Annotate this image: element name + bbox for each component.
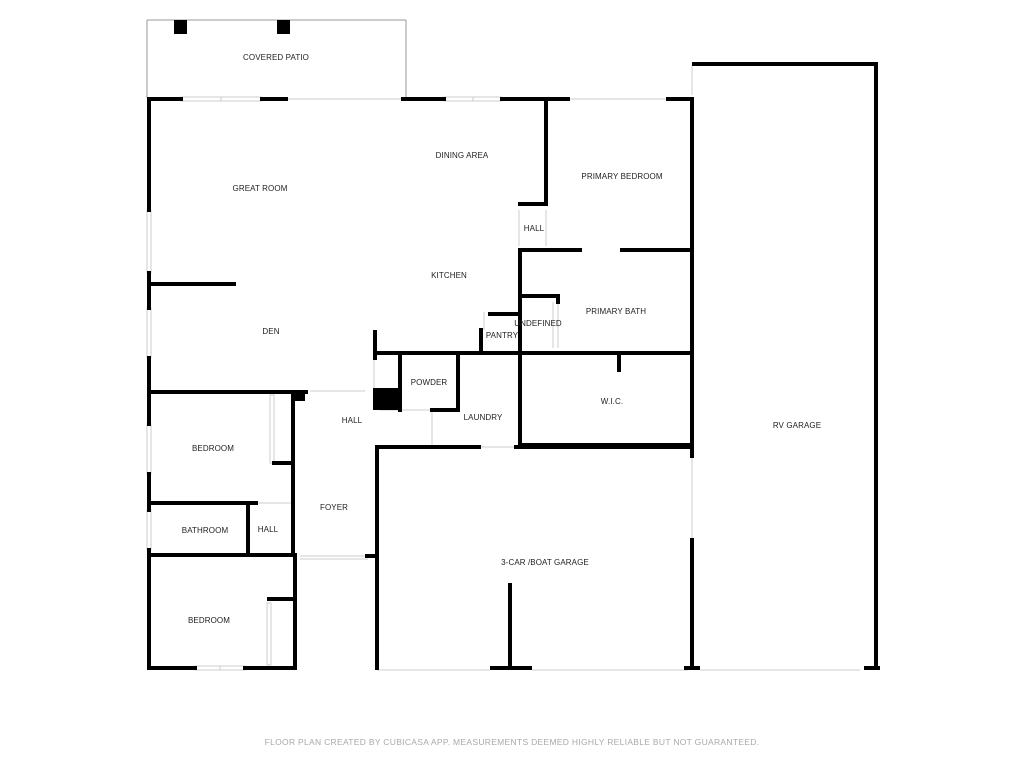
wall-block bbox=[295, 391, 305, 401]
patio-post bbox=[174, 20, 187, 34]
powder-label: POWDER bbox=[411, 378, 448, 387]
pantry-label: PANTRY bbox=[486, 331, 519, 340]
room-labels: COVERED PATIO GREAT ROOM DINING AREA PRI… bbox=[182, 53, 821, 625]
hall-upper-label: HALL bbox=[524, 224, 545, 233]
bathroom-label: BATHROOM bbox=[182, 526, 229, 535]
dining-area-label: DINING AREA bbox=[436, 151, 489, 160]
kitchen-label: KITCHEN bbox=[431, 271, 467, 280]
undefined-label: UNDEFINED bbox=[514, 319, 562, 328]
primary-bedroom-label: PRIMARY BEDROOM bbox=[581, 172, 662, 181]
bedroom-lower-label: BEDROOM bbox=[188, 616, 230, 625]
rv-garage-label: RV GARAGE bbox=[773, 421, 821, 430]
den-label: DEN bbox=[262, 327, 279, 336]
walls bbox=[147, 62, 880, 670]
covered-patio-label: COVERED PATIO bbox=[243, 53, 309, 62]
covered-patio-outline bbox=[146, 19, 407, 98]
wall-block bbox=[373, 388, 401, 410]
wic-label: W.I.C. bbox=[601, 397, 623, 406]
hall-center-label: HALL bbox=[342, 416, 363, 425]
bedroom-upper-label: BEDROOM bbox=[192, 444, 234, 453]
disclaimer-footer: FLOOR PLAN CREATED BY CUBICASA APP. MEAS… bbox=[264, 737, 760, 747]
foyer-label: FOYER bbox=[320, 503, 348, 512]
laundry-label: LAUNDRY bbox=[464, 413, 503, 422]
great-room-label: GREAT ROOM bbox=[233, 184, 288, 193]
patio-post bbox=[277, 20, 290, 34]
openings bbox=[146, 66, 860, 671]
hall-lower-label: HALL bbox=[258, 525, 279, 534]
primary-bath-label: PRIMARY BATH bbox=[586, 307, 646, 316]
garage-label: 3-CAR /BOAT GARAGE bbox=[501, 558, 589, 567]
